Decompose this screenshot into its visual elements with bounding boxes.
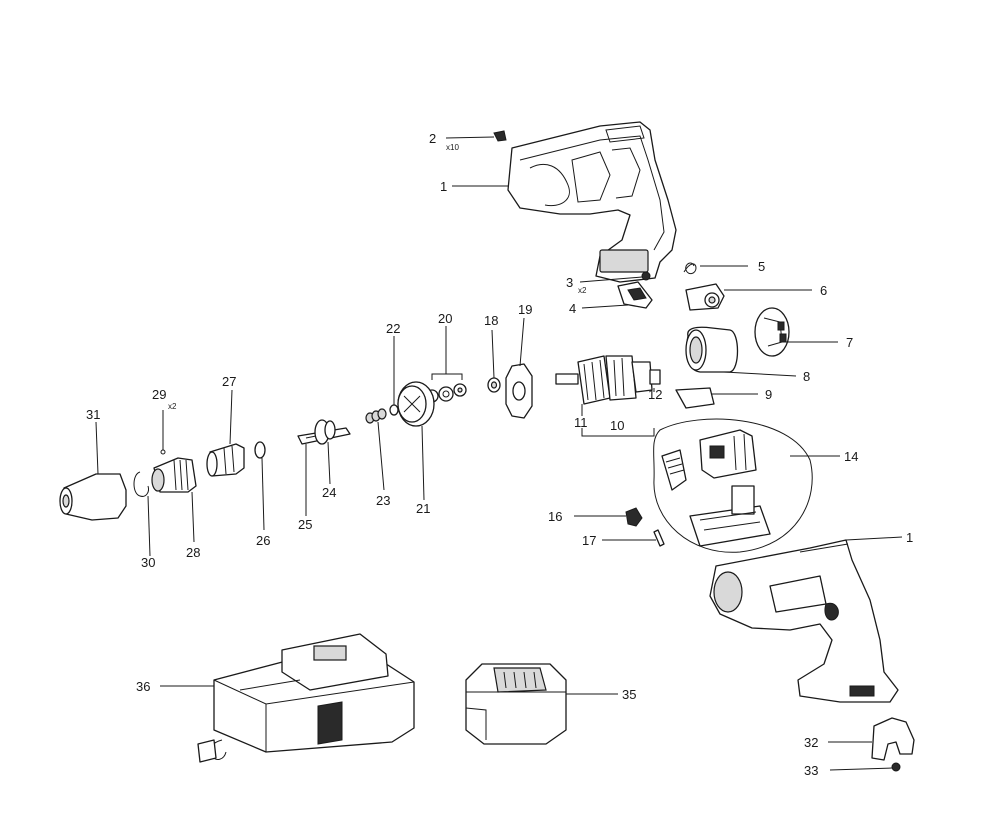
ball-29: [160, 449, 166, 455]
callout-21: 21: [416, 501, 430, 516]
retaining-ring: [254, 441, 266, 459]
callout-16: 16: [548, 509, 562, 524]
callout-32: 32: [804, 735, 818, 750]
bushing: [487, 377, 501, 393]
callout-20: 20: [438, 311, 452, 326]
small-block: [675, 387, 715, 409]
callout-35: 35: [622, 687, 636, 702]
leader-lines: [95, 136, 903, 771]
callout-27: 27: [222, 374, 236, 389]
armature: [555, 355, 661, 405]
housing-half-bottom: [709, 539, 899, 703]
circlip: [133, 471, 149, 497]
small-spring: [653, 529, 665, 547]
callout-12: 12: [648, 387, 662, 402]
motor-sleeve: [685, 326, 739, 373]
planet-gears: [365, 408, 387, 424]
spring-5: [683, 262, 697, 275]
callout-25: 25: [298, 517, 312, 532]
callout-19: 19: [518, 302, 532, 317]
small-washer: [389, 404, 399, 416]
collar: [206, 443, 245, 477]
callout-4: 4: [569, 301, 576, 316]
callout-22: 22: [386, 321, 400, 336]
callout-1-top: 1: [440, 179, 447, 194]
callout-11: 11: [574, 415, 588, 430]
spindle: [297, 419, 351, 445]
belt-clip: [871, 717, 915, 761]
callout-28: 28: [186, 545, 200, 560]
callout-8: 8: [803, 369, 810, 384]
small-nut: [641, 271, 651, 281]
callout-23: 23: [376, 493, 390, 508]
callout-18: 18: [484, 313, 498, 328]
qty-29: x2: [168, 402, 177, 411]
callout-3: 3: [566, 275, 573, 290]
battery-pack: [465, 663, 567, 745]
callout-31: 31: [86, 407, 100, 422]
housing-half-top: [507, 121, 677, 283]
small-switch-part: [625, 507, 643, 527]
housing-screw: [493, 130, 507, 142]
callout-33: 33: [804, 763, 818, 778]
callout-7: 7: [846, 335, 853, 350]
callouts: 2 x10 1 3 x2 4 5 6 7 8 9 11 12 10 14 16 …: [86, 131, 913, 778]
callout-26: 26: [256, 533, 270, 548]
bearing-plate: [505, 363, 533, 419]
gear-ring: [397, 381, 435, 427]
callout-5: 5: [758, 259, 765, 274]
callout-24: 24: [322, 485, 336, 500]
callout-14: 14: [844, 449, 858, 464]
nose-sleeve: [59, 473, 127, 521]
switch-lever: [617, 281, 653, 309]
callout-17: 17: [582, 533, 596, 548]
switch-assembly-group: [653, 418, 813, 553]
qty-2: x10: [446, 143, 459, 152]
callout-10: 10: [610, 418, 624, 433]
callout-9: 9: [765, 387, 772, 402]
reversing-slide: [685, 283, 725, 311]
charger: [197, 633, 415, 763]
callout-2: 2: [429, 131, 436, 146]
chuck-body: [151, 457, 197, 493]
callout-30: 30: [141, 555, 155, 570]
callout-1-bottom: 1: [906, 530, 913, 545]
brush-plate: [754, 307, 790, 357]
callout-29: 29: [152, 387, 166, 402]
qty-3: x2: [578, 286, 587, 295]
callout-36: 36: [136, 679, 150, 694]
clip-screw: [891, 762, 901, 772]
callout-6: 6: [820, 283, 827, 298]
